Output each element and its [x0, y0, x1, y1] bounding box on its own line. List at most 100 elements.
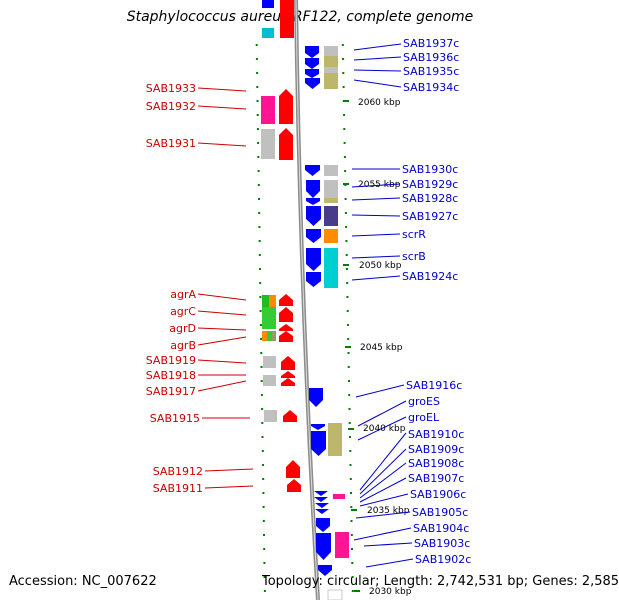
arrow-groES[interactable]	[311, 424, 325, 430]
arrow-SAB1905c[interactable]	[316, 518, 330, 532]
gene-label-SAB1907c[interactable]: SAB1907c	[408, 472, 464, 485]
gene-label-SAB1915[interactable]: SAB1915	[150, 412, 200, 425]
arrow-SAB1931[interactable]	[279, 128, 293, 160]
gene-label-SAB1933[interactable]: SAB1933	[146, 82, 196, 95]
arrow-agrB[interactable]	[279, 331, 293, 342]
arrow-agrA[interactable]	[279, 294, 293, 306]
arrow-SAB1928c[interactable]	[306, 198, 320, 205]
gene-label-SAB1912[interactable]: SAB1912	[153, 465, 203, 478]
arrow-SAB1916c[interactable]	[309, 388, 323, 407]
arrow-scrB[interactable]	[306, 248, 321, 271]
gene-label-agrD[interactable]: agrD	[169, 322, 196, 335]
gene-box-groEL[interactable]	[328, 431, 342, 456]
arrow-SAB1919[interactable]	[281, 356, 295, 370]
arrow-SAB1929c[interactable]	[306, 180, 320, 198]
arrow-groEL[interactable]	[311, 431, 326, 456]
gene-label-SAB1902c[interactable]: SAB1902c	[415, 553, 471, 566]
gene-box-scrR[interactable]	[324, 229, 338, 243]
gene-box-SAB1919[interactable]	[263, 356, 276, 368]
gene-box-SAB1935c[interactable]	[324, 67, 338, 73]
gene-box-SAB1907c[interactable]	[333, 494, 345, 499]
arrow-scrR[interactable]	[306, 229, 321, 243]
gene-box-SAB1936c[interactable]	[324, 56, 338, 67]
arrow-SAB1918[interactable]	[281, 371, 295, 378]
arrow-SAB1936c[interactable]	[305, 58, 319, 69]
gene-label-SAB1924c[interactable]: SAB1924c	[402, 270, 458, 283]
arrow-SAB1904c[interactable]	[316, 533, 331, 560]
arrow-SAB1924c[interactable]	[306, 272, 321, 287]
gene-label-SAB1905c[interactable]: SAB1905c	[412, 506, 468, 519]
gene-box-SAB1931[interactable]	[261, 129, 275, 159]
arrow-agrC[interactable]	[279, 307, 293, 322]
gene-label-SAB1909c[interactable]: SAB1909c	[408, 443, 464, 456]
gene-label-SAB1911[interactable]: SAB1911	[153, 482, 203, 495]
gene-label-SAB1908c[interactable]: SAB1908c	[408, 457, 464, 470]
gene-box-agrA-2[interactable]	[269, 295, 276, 307]
arrow-SAB1907c[interactable]	[315, 503, 329, 508]
gene-box-bottom[interactable]	[327, 589, 343, 600]
gene-label-SAB1937c[interactable]: SAB1937c	[403, 37, 459, 50]
gene-box-agrA-1[interactable]	[262, 295, 269, 307]
gene-box-SAB1930c[interactable]	[324, 165, 338, 176]
arrow-SAB1917[interactable]	[281, 378, 295, 386]
arrow-SAB1934c[interactable]	[305, 78, 320, 89]
gene-label-SAB1934c[interactable]: SAB1934c	[403, 81, 459, 94]
gene-box-agrB-1[interactable]	[262, 331, 267, 341]
arrow-agrD[interactable]	[279, 324, 293, 331]
arrow-SAB1906c[interactable]	[315, 509, 329, 514]
leader-line	[353, 79, 402, 88]
gene-label-SAB1931[interactable]: SAB1931	[146, 137, 196, 150]
gene-box-SAB1937c[interactable]	[324, 46, 338, 56]
arrow-SAB1935c[interactable]	[305, 69, 319, 78]
gene-label-SAB1916c[interactable]: SAB1916c	[406, 379, 462, 392]
gene-label-SAB1906c[interactable]: SAB1906c	[410, 488, 466, 501]
gene-box-groES[interactable]	[328, 423, 342, 431]
gene-box-SAB1904c[interactable]	[335, 532, 349, 558]
gene-box-SAB1934c[interactable]	[324, 73, 338, 89]
arrow-SAB1930c[interactable]	[305, 165, 320, 176]
track-dot	[256, 114, 259, 116]
gene-box-SAB1917[interactable]	[263, 375, 276, 386]
arrow-SAB1927c[interactable]	[306, 206, 321, 226]
gene-box-SAB1927c[interactable]	[324, 206, 338, 226]
gene-label-agrC[interactable]: agrC	[170, 305, 196, 318]
gene-label-SAB1930c[interactable]: SAB1930c	[402, 163, 458, 176]
gene-label-groES[interactable]: groES	[408, 395, 440, 408]
gene-box-agrC[interactable]	[262, 307, 276, 329]
gene-label-scrB[interactable]: scrB	[402, 250, 426, 263]
gene-box-SAB1915[interactable]	[264, 410, 277, 422]
gene-label-SAB1935c[interactable]: SAB1935c	[403, 65, 459, 78]
arrow-SAB1912[interactable]	[286, 460, 300, 478]
arrow-SAB1903c[interactable]	[318, 565, 332, 576]
gene-label-SAB1927c[interactable]: SAB1927c	[402, 210, 458, 223]
gene-label-SAB1910c[interactable]: SAB1910c	[408, 428, 464, 441]
gene-box-SAB1932[interactable]	[261, 96, 275, 124]
gene-box-SAB1929c[interactable]	[324, 180, 338, 198]
gene-box-agrB-2[interactable]	[267, 331, 272, 341]
track-dot	[263, 590, 266, 592]
gene-label-SAB1904c[interactable]: SAB1904c	[413, 522, 469, 535]
gene-label-agrA[interactable]: agrA	[170, 288, 196, 301]
arrow-SAB1909c[interactable]	[314, 491, 328, 496]
gene-label-SAB1936c[interactable]: SAB1936c	[403, 51, 459, 64]
track-dot	[348, 394, 351, 396]
gene-box-agrB-3[interactable]	[272, 331, 276, 341]
arrow-SAB1937c[interactable]	[305, 46, 319, 58]
gene-label-groEL[interactable]: groEL	[408, 411, 440, 424]
arrow-SAB1911[interactable]	[287, 479, 301, 492]
gene-label-SAB1919[interactable]: SAB1919	[146, 354, 196, 367]
arrow-SAB1915[interactable]	[283, 410, 297, 422]
gene-label-SAB1929c[interactable]: SAB1929c	[402, 178, 458, 191]
arrow-SAB1908c[interactable]	[314, 497, 328, 502]
gene-box-scrB[interactable]	[324, 248, 338, 288]
gene-label-SAB1917[interactable]: SAB1917	[146, 385, 196, 398]
track-dot	[263, 562, 266, 564]
gene-label-SAB1928c[interactable]: SAB1928c	[402, 192, 458, 205]
gene-label-SAB1918[interactable]: SAB1918	[146, 369, 196, 382]
gene-label-SAB1932[interactable]: SAB1932	[146, 100, 196, 113]
gene-label-SAB1903c[interactable]: SAB1903c	[414, 537, 470, 550]
gene-label-agrB[interactable]: agrB	[170, 339, 196, 352]
gene-label-scrR[interactable]: scrR	[402, 228, 426, 241]
arrow-SAB1932[interactable]	[279, 89, 293, 124]
gene-box-SAB1928c[interactable]	[324, 198, 338, 203]
